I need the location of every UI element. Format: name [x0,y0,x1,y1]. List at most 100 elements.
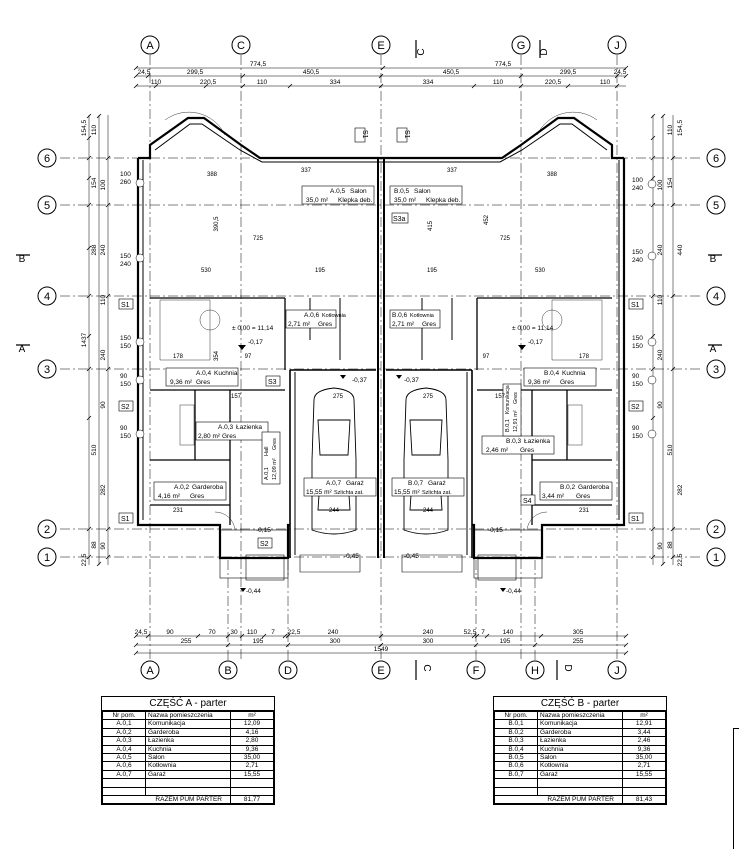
axis-label-left: 3 [44,364,50,376]
section-mark-b-left: B [19,254,26,265]
dim-text: 300 [423,638,434,645]
window-code: 90 [632,425,640,432]
axis-label-right: 4 [713,291,719,303]
window-code: 260 [120,179,131,186]
dim-text: 275 [423,394,434,400]
room-name: Garaż [346,480,364,487]
room-name: Kuchnia [214,370,238,377]
room-area: 2,46 m² [486,447,509,454]
axis-label-top: E [377,40,384,52]
table-row [102,778,274,788]
axis-label-top: G [517,40,526,52]
cell: Garderoba [145,727,231,738]
cell: 9,36 [622,744,666,755]
cell [537,786,623,797]
window-code: 150 [120,253,131,260]
inner-dims: 337 337 388 388 725 725 530 195 195 530 … [173,168,590,514]
section-mark-a-right: A [710,344,717,355]
dim-text: 195 [315,268,326,274]
dim-text: 255 [573,638,584,645]
room-floor: Szlichta zat. [334,490,364,496]
level-mark: -0,17 [248,339,263,346]
room-floor: Gres [222,433,237,440]
cell: 35,00 [230,753,274,763]
header-cell: Nazwa pomieszczenia [145,710,231,721]
room-floor: Gres [272,438,278,450]
axis-label-right: 2 [713,524,719,536]
section-mark-d-top: D [539,48,550,55]
room-name: Kotłownia [410,313,435,319]
dim-text: 154 [667,177,674,188]
dim-text: 231 [579,508,590,514]
tag-label: S1 [631,302,640,309]
dim-text: 774,5 [250,61,267,68]
cell: Salon [537,753,623,763]
cell: A.0,6 [102,761,146,771]
dim-text: 90 [100,401,107,409]
cell [537,778,623,788]
room-area: 2,71 m² [392,321,415,328]
dim-text: 244 [329,508,340,514]
axis-label-bottom: H [531,665,539,677]
cell [622,778,666,788]
dim-text: 388 [547,172,558,178]
axis-label-left: 6 [44,153,50,165]
dim-text: 450,5 [303,69,320,76]
axis-label-left: 4 [44,291,50,303]
axis-label-bottom: D [284,665,292,677]
window-code: 150 [120,343,131,350]
dim-text: 178 [173,354,184,360]
axis-label-top: J [614,40,620,52]
dim-text: 440 [677,244,684,255]
table-row [494,786,666,797]
window-code: 240 [120,261,131,268]
dim-text: 1437 [81,332,88,347]
tag-boxes [118,127,644,549]
axis-label-right: 5 [713,200,719,212]
cell: 9,36 [230,744,274,755]
axis-label-top: C [237,40,245,52]
table-header-row: Nr pom. Nazwa pomieszczenia m² [102,710,274,721]
dim-text: 300 [330,638,341,645]
room-id: A.0,4 [196,370,212,377]
level-mark: -0,37 [352,377,367,384]
cell: B.0,7 [494,769,538,780]
cell: Salon [145,753,231,763]
room-id: B.0,7 [408,480,424,487]
dim-text: 415 [428,220,434,231]
dim-text: 157 [495,394,506,400]
car-symbols [311,387,449,535]
dim-text: 354 [214,350,220,361]
room-name: Garderoba [578,484,609,491]
window-code: 150 [632,381,643,388]
axis-bubbles-sides [37,148,726,567]
room-id: A.0,2 [174,484,190,491]
room-floor: Gres [520,447,535,454]
room-area: 12,09 m² [272,458,278,480]
window-code: 90 [120,373,128,380]
table-a-title: CZĘŚĆ A - parter [102,697,274,711]
dim-text: 510 [91,444,98,455]
window-code: 240 [632,185,643,192]
room-id: B.0,4 [544,370,560,377]
cell: Komunikacja [537,719,623,729]
axis-label-bottom: A [146,665,154,677]
dim-text: 510 [667,444,674,455]
dim-text: 530 [201,268,212,274]
dim-text: 530 [535,268,546,274]
level-mark: -0,45 [344,553,359,560]
window-code: 150 [632,343,643,350]
dim-text: 240 [423,629,434,636]
window-code: 150 [632,433,643,440]
room-name: Komunikacja [505,385,511,414]
dim-text: 24,5 [138,69,151,76]
dim-text: 70 [208,629,216,636]
cell: B.0,6 [494,761,538,771]
